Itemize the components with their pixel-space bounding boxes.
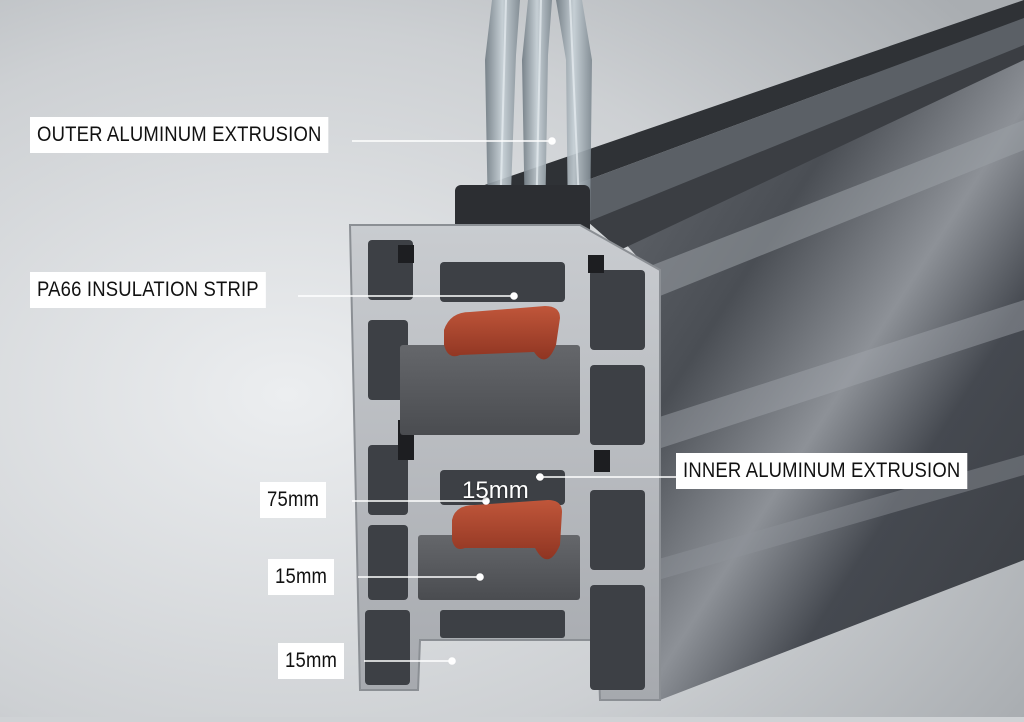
- upper-insulation-foam: [400, 345, 580, 435]
- glass-panes: [485, 0, 592, 226]
- label-outer-aluminum-extrusion: OUTER ALUMINUM EXTRUSION: [30, 117, 329, 153]
- upper-pa66-strip: [444, 306, 560, 360]
- leader-lines: [298, 137, 680, 665]
- outer-extrusion-leader-dot: [548, 137, 556, 145]
- dim-75-leader-dot: [482, 497, 490, 505]
- lower-pa66-strip: [452, 500, 562, 560]
- extrusion-body: [470, 0, 1024, 700]
- label-pa66-insulation-strip: PA66 INSULATION STRIP: [30, 272, 266, 308]
- label-dimension-75mm: 75mm: [260, 482, 327, 518]
- label-inner-aluminum-extrusion: INNER ALUMINUM EXTRUSION: [676, 453, 968, 489]
- dim-15-mid-leader-dot: [476, 573, 484, 581]
- dim-15-bottom-leader-dot: [448, 657, 456, 665]
- label-dimension-15mm-inner: 15mm: [462, 477, 529, 504]
- label-dimension-15mm-bottom: 15mm: [278, 643, 345, 679]
- inner-extrusion-leader-dot: [536, 473, 544, 481]
- insulation-strip-leader-dot: [510, 292, 518, 300]
- label-dimension-15mm-middle: 15mm: [268, 559, 335, 595]
